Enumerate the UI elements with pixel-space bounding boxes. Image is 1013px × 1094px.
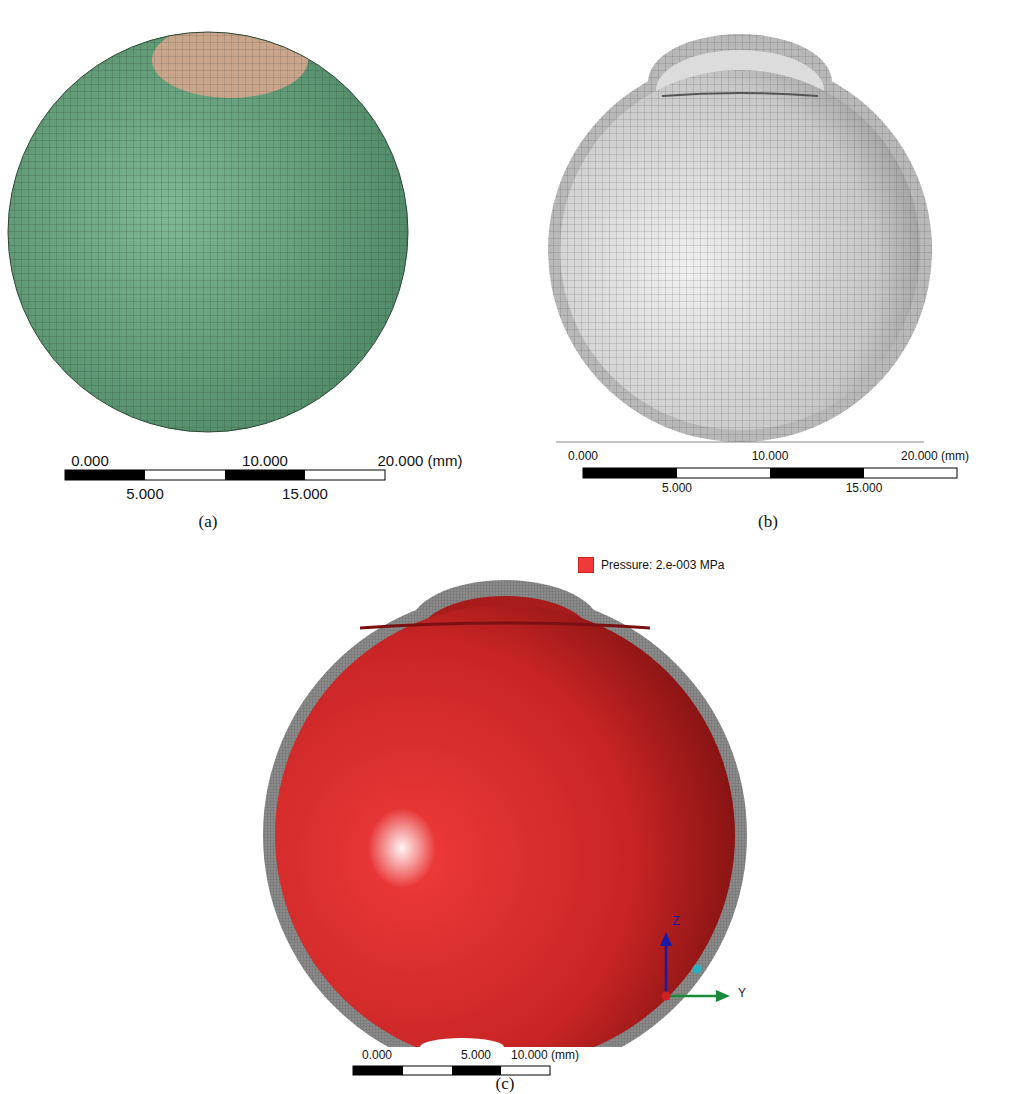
axis-label: Y xyxy=(738,987,746,1000)
scale-label: 0.000 xyxy=(71,453,109,470)
legend-text: Pressure: 2.e-003 MPa xyxy=(601,558,724,572)
scale-label: 5.000 xyxy=(662,482,692,495)
scale-label: 20.000 (mm) xyxy=(377,453,462,470)
scale-label: 15.000 xyxy=(846,482,883,495)
panel-caption: (c) xyxy=(496,1075,515,1094)
scale-label: 10.000 xyxy=(242,453,288,470)
axis-label: Z xyxy=(672,915,679,928)
scale-label: 0.000 xyxy=(362,1049,392,1062)
scale-label: 10.000 (mm) xyxy=(511,1049,579,1062)
scale-label: 0.000 xyxy=(568,450,598,463)
scale-label: 5.000 xyxy=(461,1049,491,1062)
legend-entry: Pressure: 2.e-003 MPa xyxy=(578,557,724,573)
panel-caption: (b) xyxy=(758,513,778,532)
scale-label: 5.000 xyxy=(126,486,164,503)
panel-caption: (a) xyxy=(199,513,218,532)
scale-label: 15.000 xyxy=(282,486,328,503)
scale-label: 10.000 xyxy=(752,450,789,463)
scale-label: 20.000 (mm) xyxy=(901,450,969,463)
legend-swatch xyxy=(578,557,594,573)
